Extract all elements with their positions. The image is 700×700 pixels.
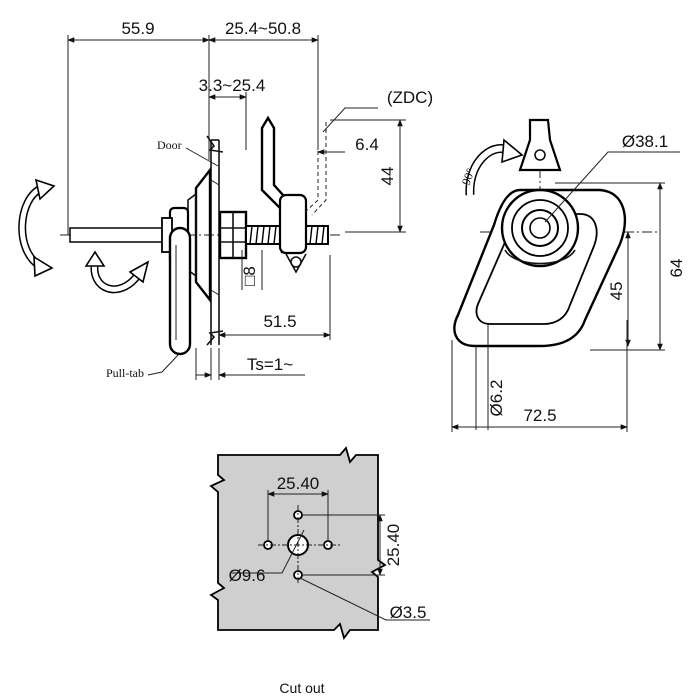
dim-wire-diameter: Ø6.2 bbox=[487, 380, 506, 417]
front-tab bbox=[518, 118, 562, 172]
dim-body-length: 51.5 bbox=[263, 312, 296, 331]
dim-vertical-spacing: 25.40 bbox=[384, 524, 403, 567]
dim-ring-width: 72.5 bbox=[523, 406, 556, 425]
dim-cam-height: 44 bbox=[378, 167, 397, 186]
dim-bezel-diameter: Ø38.1 bbox=[622, 132, 668, 151]
dim-grip-range: 3.3~25.4 bbox=[199, 76, 266, 95]
door-label: Door bbox=[157, 138, 182, 152]
dim-mount-hole: Ø3.5 bbox=[390, 603, 427, 622]
side-view: 55.9 25.4~50.8 3.3~25.4 bbox=[18, 19, 433, 380]
bezel-leader bbox=[544, 151, 680, 223]
dim-overall-length: 55.9 bbox=[121, 19, 154, 38]
door-leader bbox=[185, 147, 219, 167]
rotate-90-arrow-icon bbox=[465, 138, 524, 196]
center-hole-leader bbox=[232, 529, 305, 574]
zdc-leader bbox=[322, 107, 378, 133]
cutout-caption: Cut out bbox=[279, 680, 324, 696]
cutout-view: 25.40 25.40 Ø9.6 Ø3.5 Cut out bbox=[209, 446, 430, 696]
dim-center-height: 45 bbox=[607, 282, 626, 301]
dim-square-drive: □8 bbox=[240, 266, 259, 286]
finish-label: (ZDC) bbox=[387, 88, 433, 107]
pull-tab-leader bbox=[147, 354, 179, 376]
pull-tab-label: Pull-tab bbox=[106, 366, 144, 380]
dim-total-height: 64 bbox=[667, 259, 686, 278]
front-view: 90° Ø38.1 64 45 72.5 Ø6.2 bbox=[451, 118, 686, 432]
dim-horizontal-spacing: 25.40 bbox=[277, 474, 320, 493]
dim-handle-reach: 25.4~50.8 bbox=[225, 19, 301, 38]
dim-door-thickness: Ts=1~ bbox=[247, 355, 293, 374]
dim-center-hole: Ø9.6 bbox=[229, 566, 266, 585]
dim-cam-width: 6.4 bbox=[355, 135, 379, 154]
cam-clamp bbox=[278, 193, 308, 255]
rotation-label: 90° bbox=[459, 166, 478, 187]
shaft bbox=[69, 227, 169, 243]
turn-arrow-icon bbox=[84, 250, 150, 294]
mount-hole-leader bbox=[299, 577, 430, 621]
pull-tab-handle bbox=[168, 226, 192, 356]
rotate-arrow-icon bbox=[18, 178, 56, 278]
